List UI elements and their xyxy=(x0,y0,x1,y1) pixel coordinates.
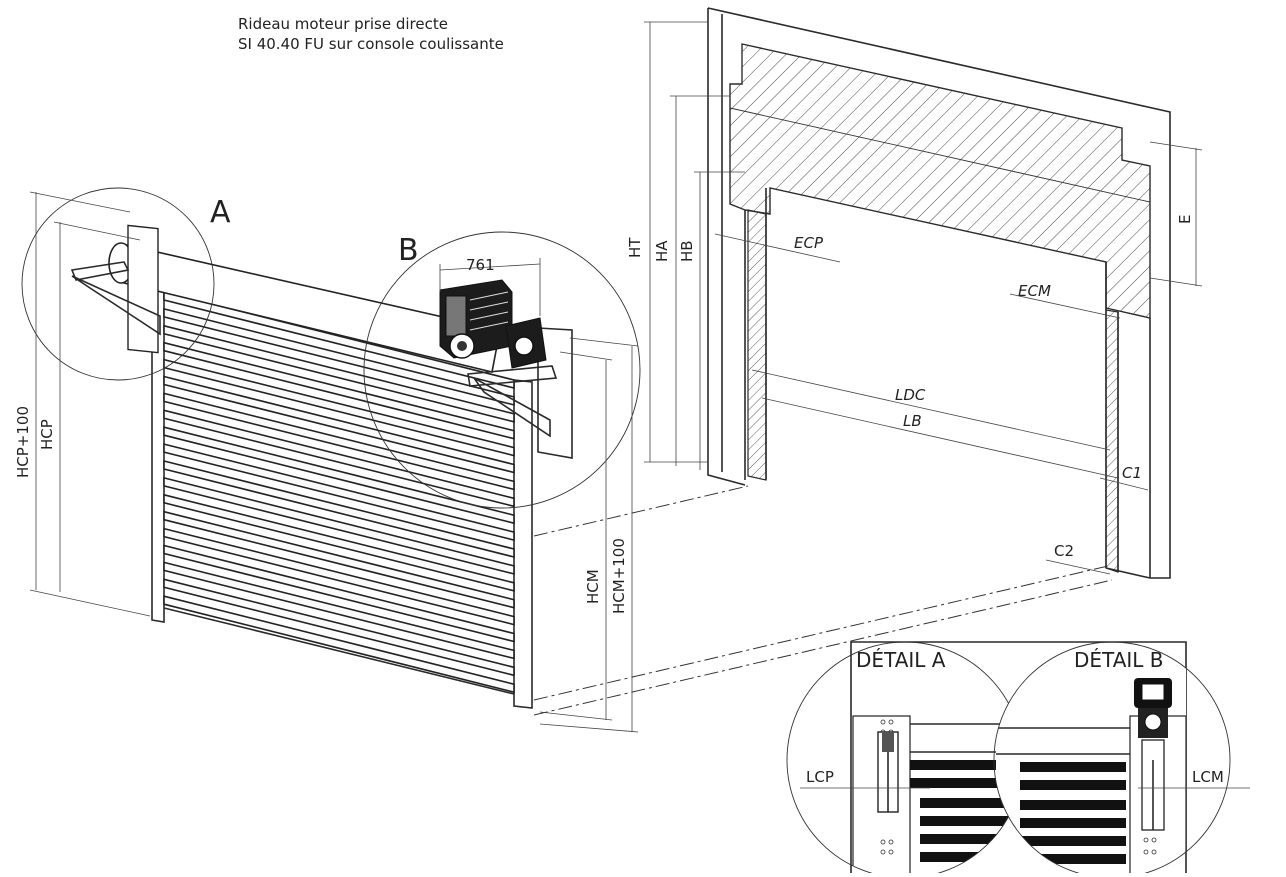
dim-e: E xyxy=(1176,215,1194,224)
callout-b: B xyxy=(398,233,419,268)
shutter-slat xyxy=(163,392,515,491)
wall-opening xyxy=(707,7,1171,579)
shutter-slat xyxy=(163,459,515,559)
shutter-slat xyxy=(163,426,515,525)
dim-761: 761 xyxy=(466,256,495,274)
dim-hcm: HCM xyxy=(584,569,602,604)
left-dimensions: HCP+100 HCP HCM HCM+100 xyxy=(14,191,639,733)
dim-hcp-plus: HCP+100 xyxy=(14,406,32,478)
dim-lcp: LCP xyxy=(806,768,834,786)
shutter-slat xyxy=(163,527,515,626)
dim-lcm: LCM xyxy=(1192,768,1224,786)
shutter-slat xyxy=(163,578,515,677)
shutter-slats xyxy=(163,290,515,694)
shutter-slat xyxy=(163,561,515,660)
callout-circle-a xyxy=(21,187,215,381)
roller-shutter: 761 xyxy=(70,224,573,709)
dim-lb: LB xyxy=(903,412,922,430)
title-line-2: SI 40.40 FU sur console coulissante xyxy=(238,35,504,53)
shutter-slat xyxy=(163,341,515,440)
motor xyxy=(439,279,547,369)
detail-a-panel: DÉTAIL A LCP xyxy=(786,641,1024,877)
dim-ecm: ECM xyxy=(1018,282,1051,300)
shutter-slat xyxy=(163,476,515,575)
shutter-slat xyxy=(163,544,515,643)
shutter-slat xyxy=(163,307,515,406)
dim-c2: C2 xyxy=(1054,542,1074,560)
shutter-slat xyxy=(163,595,515,694)
shutter-slat xyxy=(163,290,515,390)
shutter-slat xyxy=(163,510,515,609)
dim-ht: HT xyxy=(626,237,644,258)
floor-projection xyxy=(533,485,1113,716)
dim-ldc: LDC xyxy=(895,386,926,404)
dim-ha: HA xyxy=(653,240,671,262)
detail-b-title: DÉTAIL B xyxy=(1074,648,1164,672)
detail-a-title: DÉTAIL A xyxy=(856,648,946,672)
shutter-slat xyxy=(163,358,515,457)
shutter-slat xyxy=(163,375,515,474)
callout-circle-b xyxy=(363,231,641,509)
callout-a: A xyxy=(210,195,231,230)
dim-hcp: HCP xyxy=(38,419,56,450)
dim-hb: HB xyxy=(678,240,696,262)
dim-ecp: ECP xyxy=(794,234,824,252)
shutter-slat xyxy=(163,409,515,508)
shutter-slat xyxy=(163,443,515,542)
wall-dimensions: HT HA HB E ECP ECM LDC LB C1 C2 xyxy=(626,21,1203,575)
shutter-slat xyxy=(163,324,515,423)
detail-b-panel: DÉTAIL B LCM xyxy=(993,641,1250,877)
dim-hcm-plus: HCM+100 xyxy=(610,538,628,614)
shutter-slat xyxy=(163,493,515,592)
title-line-1: Rideau moteur prise directe xyxy=(238,15,448,33)
dim-c1: C1 xyxy=(1122,464,1142,482)
